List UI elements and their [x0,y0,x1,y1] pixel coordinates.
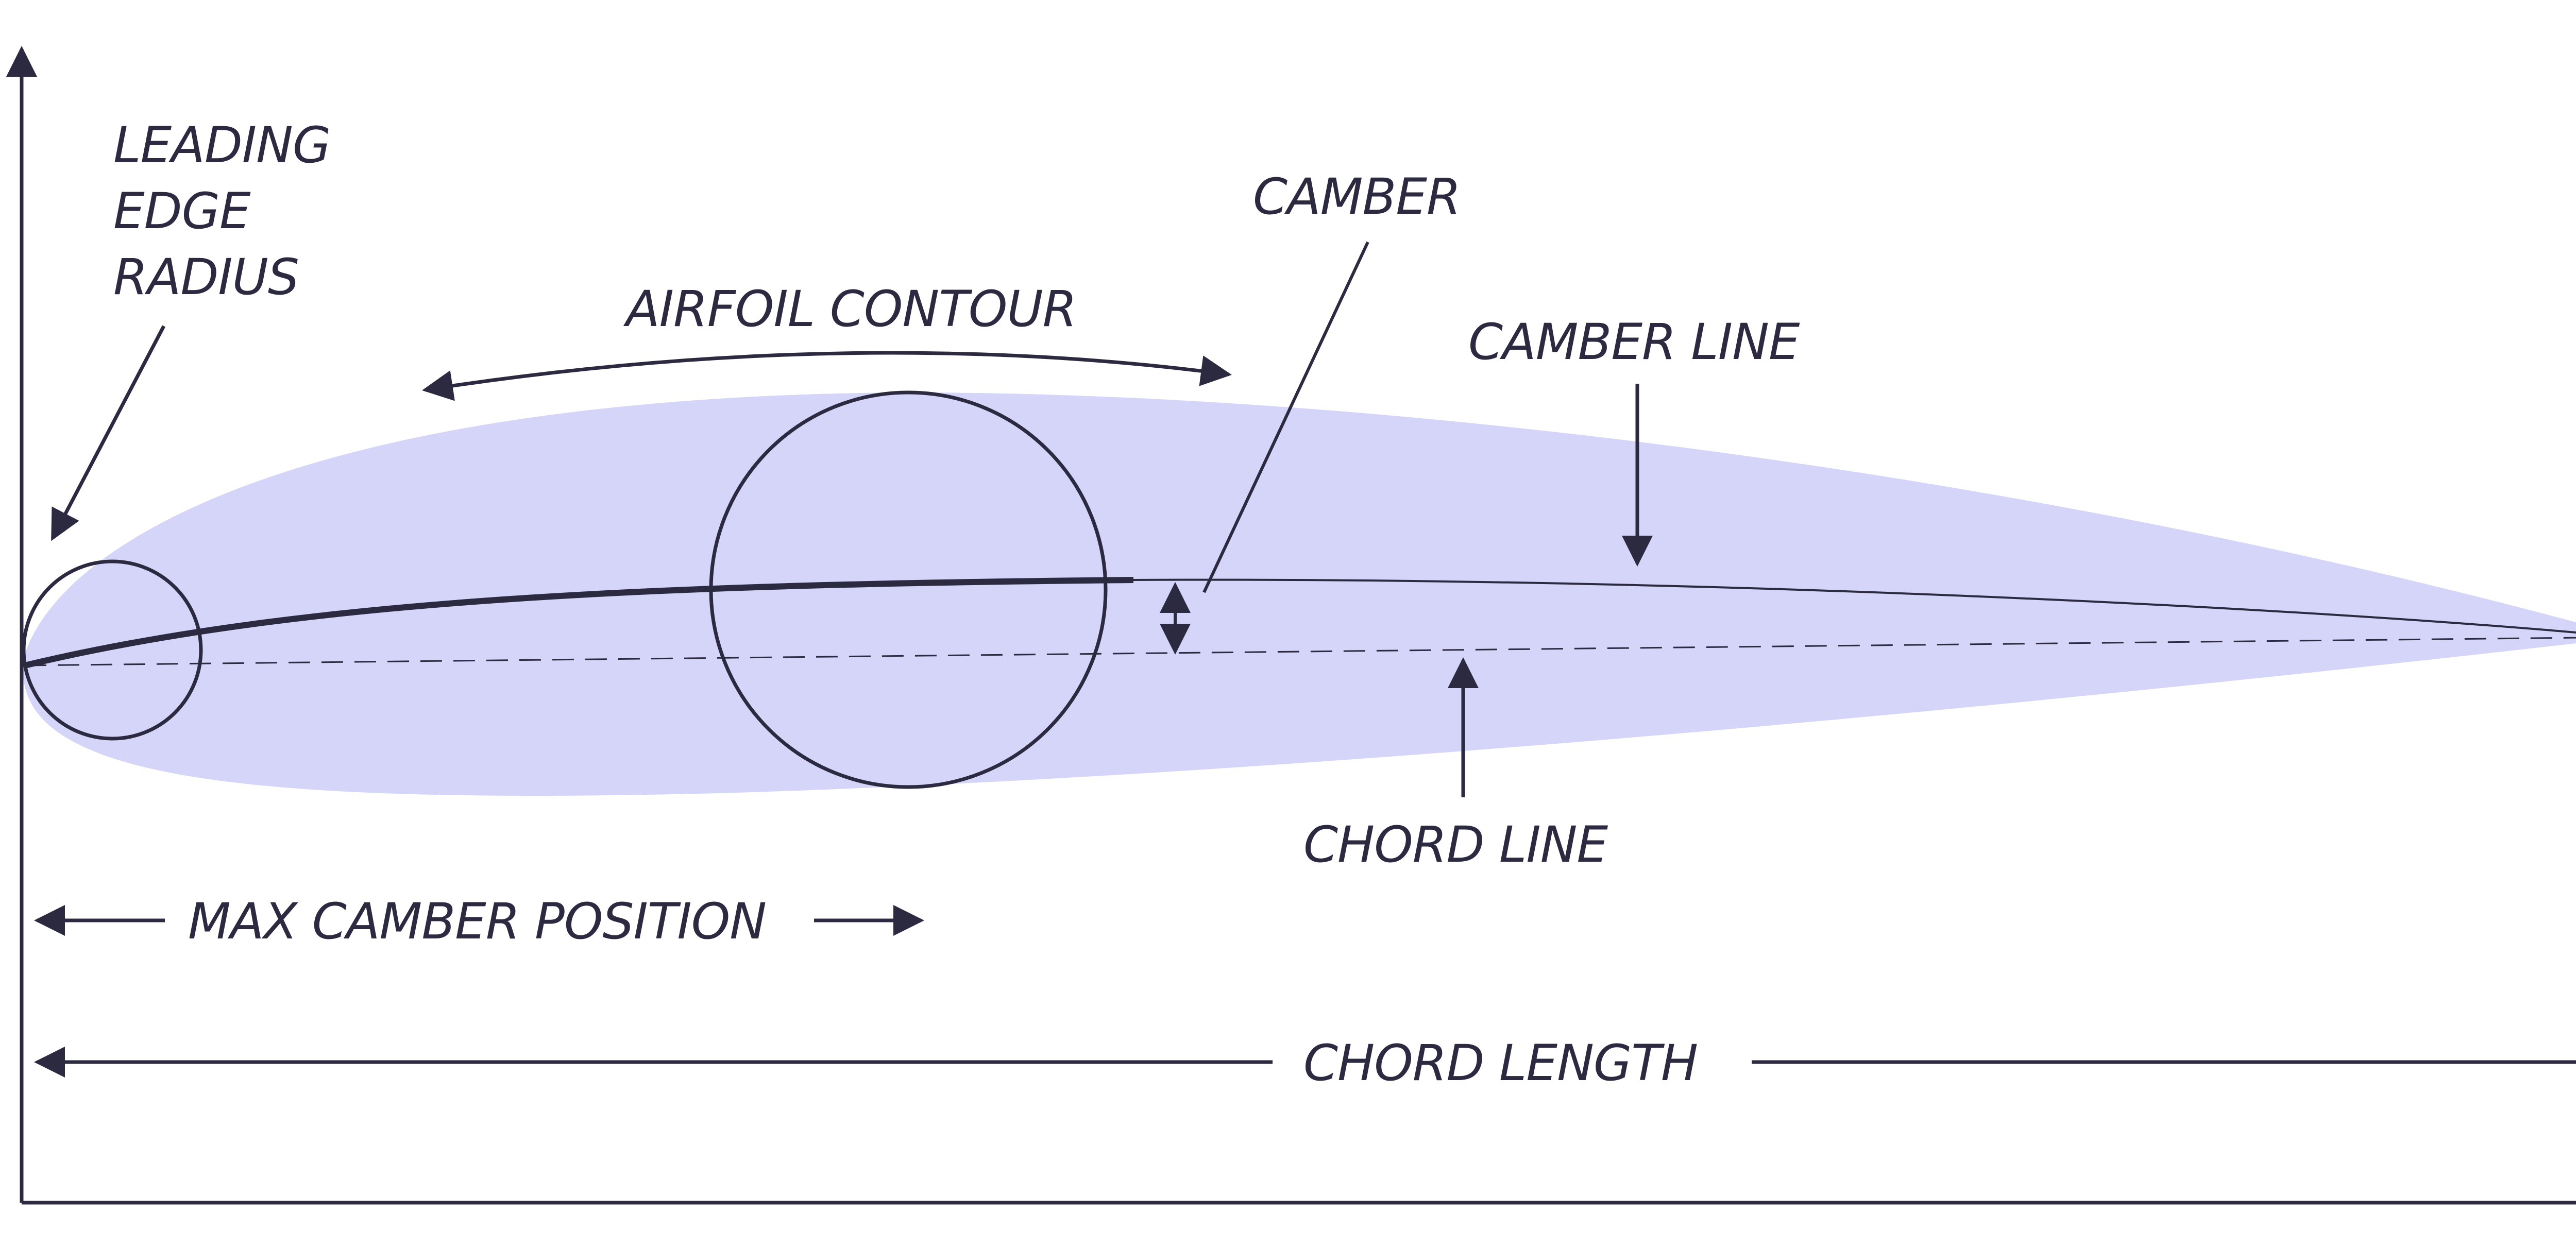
leading-edge-radius-line-3: RADIUS [113,248,299,306]
leading-edge-radius-pointer [50,325,166,541]
airfoil-shape [23,392,2576,796]
airfoil-contour-label: AIRFOIL CONTOUR [623,280,1076,338]
leading-edge-radius-line-2: EDGE [113,182,251,240]
camber-line [24,577,1134,669]
chord-length-label: CHORD LENGTH [1303,1034,1698,1092]
camber-pointer [1202,241,1369,593]
camber-label: CAMBER [1253,168,1461,226]
airfoil-contour-arrow [422,351,1232,401]
camber-line-label: CAMBER LINE [1468,313,1800,371]
chord-line-label: CHORD LINE [1303,816,1608,874]
max-camber-position-label: MAX CAMBER POSITION [188,893,766,950]
chord-line [24,637,2576,666]
leading-edge-circle [22,559,203,741]
leading-edge-radius-label: LEADING EDGE RADIUS [113,116,346,306]
camber-line-aft [1133,578,2576,634]
leading-edge-radius-line-1: LEADING [113,116,330,174]
